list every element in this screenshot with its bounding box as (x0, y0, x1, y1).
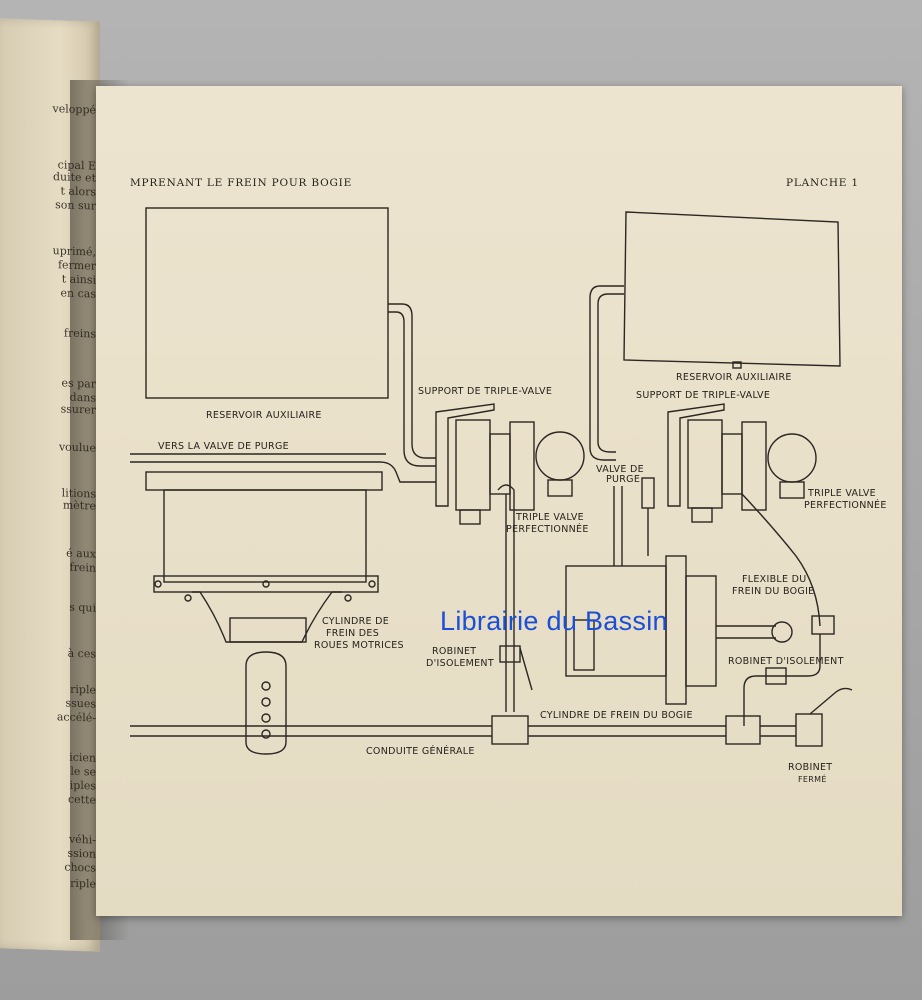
label-cyl-bogie: CYLINDRE DE FREIN DU BOGIE (540, 710, 693, 721)
triple-right-cap (779, 481, 805, 499)
triple-right-dome (767, 433, 817, 483)
plate-page: MPRENANT LE FREIN POUR BOGIE PLANCHE 1 R… (96, 86, 902, 916)
flexible-coupling (811, 615, 835, 635)
label-reservoir-left: RESERVOIR AUXILIAIRE (206, 410, 322, 421)
pipe-reservoir-right-inner (597, 293, 624, 453)
label-flexible-2: FREIN DU BOGIE (732, 586, 814, 597)
bolt (344, 594, 352, 602)
triple-right-body (687, 419, 723, 509)
bolt (368, 580, 376, 588)
label-triple-right-1: TRIPLE VALVE (807, 488, 876, 499)
support-left (435, 403, 495, 507)
cyl-motor-rod (245, 651, 287, 755)
purge-pipe-bottom (130, 461, 436, 483)
watermark: Librairie du Bassin (440, 606, 668, 636)
robinet-isolement-left-handle (519, 647, 533, 691)
cyl-bogie-body (685, 575, 717, 687)
brake-diagram: MPRENANT LE FREIN POUR BOGIE PLANCHE 1 R… (130, 177, 887, 784)
label-robinet-iso-2: D'ISOLEMENT (426, 658, 494, 669)
label-valve-purge-1: VALVE DE (596, 464, 644, 475)
flexible-hose-outline (741, 493, 821, 627)
pipe-reservoir-right (589, 285, 624, 461)
label-conduite: CONDUITE GÉNÉRALE (366, 745, 475, 757)
bolt (154, 580, 162, 588)
label-robinet-iso-1: ROBINET (432, 646, 476, 657)
label-cyl-motor-3: ROUES MOTRICES (314, 640, 404, 651)
pipe-bogie-right (743, 634, 821, 726)
conduite-tee-right (725, 715, 761, 745)
label-triple-left-2: PERFECTIONNÉE (506, 523, 589, 535)
label-valve-purge-2: PURGE (606, 474, 640, 485)
label-triple-left-1: TRIPLE VALVE (515, 512, 584, 523)
robinet-ferme (795, 713, 823, 747)
cyl-bogie-flange (665, 555, 687, 705)
valve-purge (641, 477, 655, 509)
reservoir-right-plug (732, 361, 742, 369)
robinet-isolement-right (765, 667, 787, 685)
label-support-right: SUPPORT DE TRIPLE-VALVE (636, 390, 770, 401)
flexible-hose (741, 493, 821, 627)
support-right (667, 403, 725, 507)
cyl-motor-body (163, 489, 367, 583)
triple-right-valve (741, 421, 767, 511)
pipe-reservoir-left (388, 303, 436, 459)
bolt (184, 594, 192, 602)
cyl-motor-cone (192, 591, 342, 643)
reservoir-left (145, 207, 389, 399)
triple-right-flange (721, 433, 743, 495)
label-robinet-ferme-2: FERMÉ (798, 773, 827, 784)
reservoir-right (623, 211, 841, 367)
plate-header-title: MPRENANT LE FREIN POUR BOGIE (130, 177, 352, 189)
cyl-motor-top-flange (145, 471, 383, 491)
cyl-motor-neck (229, 617, 307, 643)
triple-left-dome (535, 431, 585, 481)
cyl-bogie-inner (573, 619, 595, 671)
label-reservoir-right: RESERVOIR AUXILIAIRE (676, 372, 792, 383)
rod-hole (261, 697, 271, 707)
label-cyl-motor-2: FREIN DES (326, 628, 379, 639)
robinet-isolement-left (499, 645, 521, 663)
rod-hole (261, 729, 271, 739)
pipe-triple-left-down (497, 484, 515, 712)
triple-left-nut (459, 509, 481, 525)
label-cyl-motor-1: CYLINDRE DE (322, 616, 389, 627)
label-support-left: SUPPORT DE TRIPLE-VALVE (418, 386, 552, 397)
triple-left-body (455, 419, 491, 511)
robinet-ferme-handle (809, 687, 853, 715)
label-robinet-ferme-1: ROBINET (788, 762, 832, 773)
conduite-tee-left (491, 715, 529, 745)
label-flexible-1: FLEXIBLE DU (742, 574, 806, 585)
triple-right-nut (691, 507, 713, 523)
cyl-bogie-rod-eye (771, 621, 793, 643)
pipe-reservoir-left-inner (388, 311, 436, 467)
cyl-motor-bottom-flange (153, 575, 379, 593)
rod-hole (261, 681, 271, 691)
plate-number: PLANCHE 1 (786, 177, 859, 189)
label-robinet-iso-right: ROBINET D'ISOLEMENT (728, 656, 844, 667)
triple-left-valve (509, 421, 535, 511)
triple-left-cap (547, 479, 573, 497)
bolt (262, 580, 270, 588)
rod-hole (261, 713, 271, 723)
label-purge-pipe: VERS LA VALVE DE PURGE (158, 441, 289, 452)
label-triple-right-2: PERFECTIONNÉE (804, 499, 887, 511)
